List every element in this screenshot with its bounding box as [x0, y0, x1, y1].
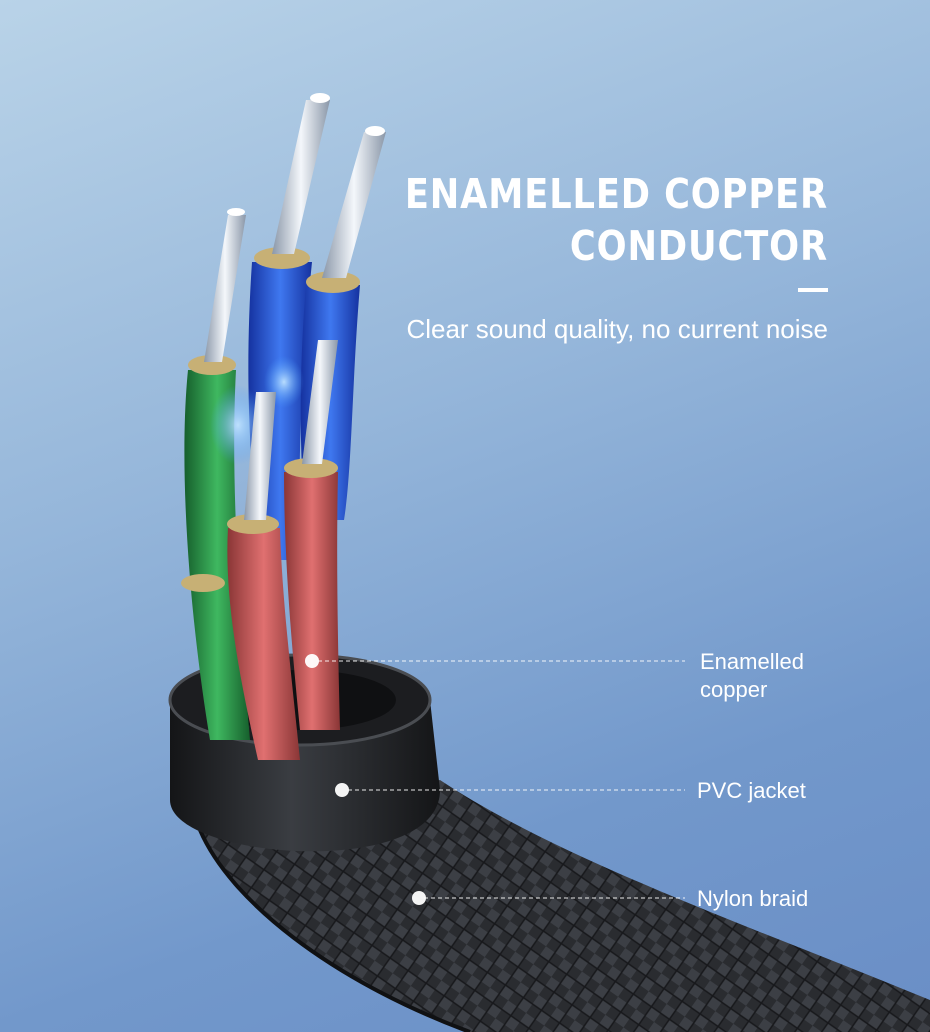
callout-dot-icon [335, 783, 349, 797]
subtitle: Clear sound quality, no current noise [406, 314, 828, 344]
accent-bar [798, 288, 828, 292]
headline: ENAMELLED COPPER CONDUCTOR [381, 168, 828, 272]
callout-dot-icon [305, 654, 319, 668]
callout-enamelled-line-2: copper [700, 677, 768, 702]
nylon-braid-sheath [200, 780, 930, 1032]
callout-dot-icon [412, 891, 426, 905]
red-strand [227, 340, 340, 760]
callout-enamelled-line-1: Enamelled [700, 649, 804, 674]
headline-line-2: CONDUCTOR [569, 222, 828, 270]
callout-label-nylon-braid: Nylon braid [697, 886, 809, 911]
headline-line-1: ENAMELLED COPPER [404, 170, 828, 218]
callout-label-pvc-jacket: PVC jacket [697, 778, 806, 803]
callout-label-enamelled-copper: Enamelled copper [700, 648, 840, 704]
callout-lines [318, 660, 685, 899]
